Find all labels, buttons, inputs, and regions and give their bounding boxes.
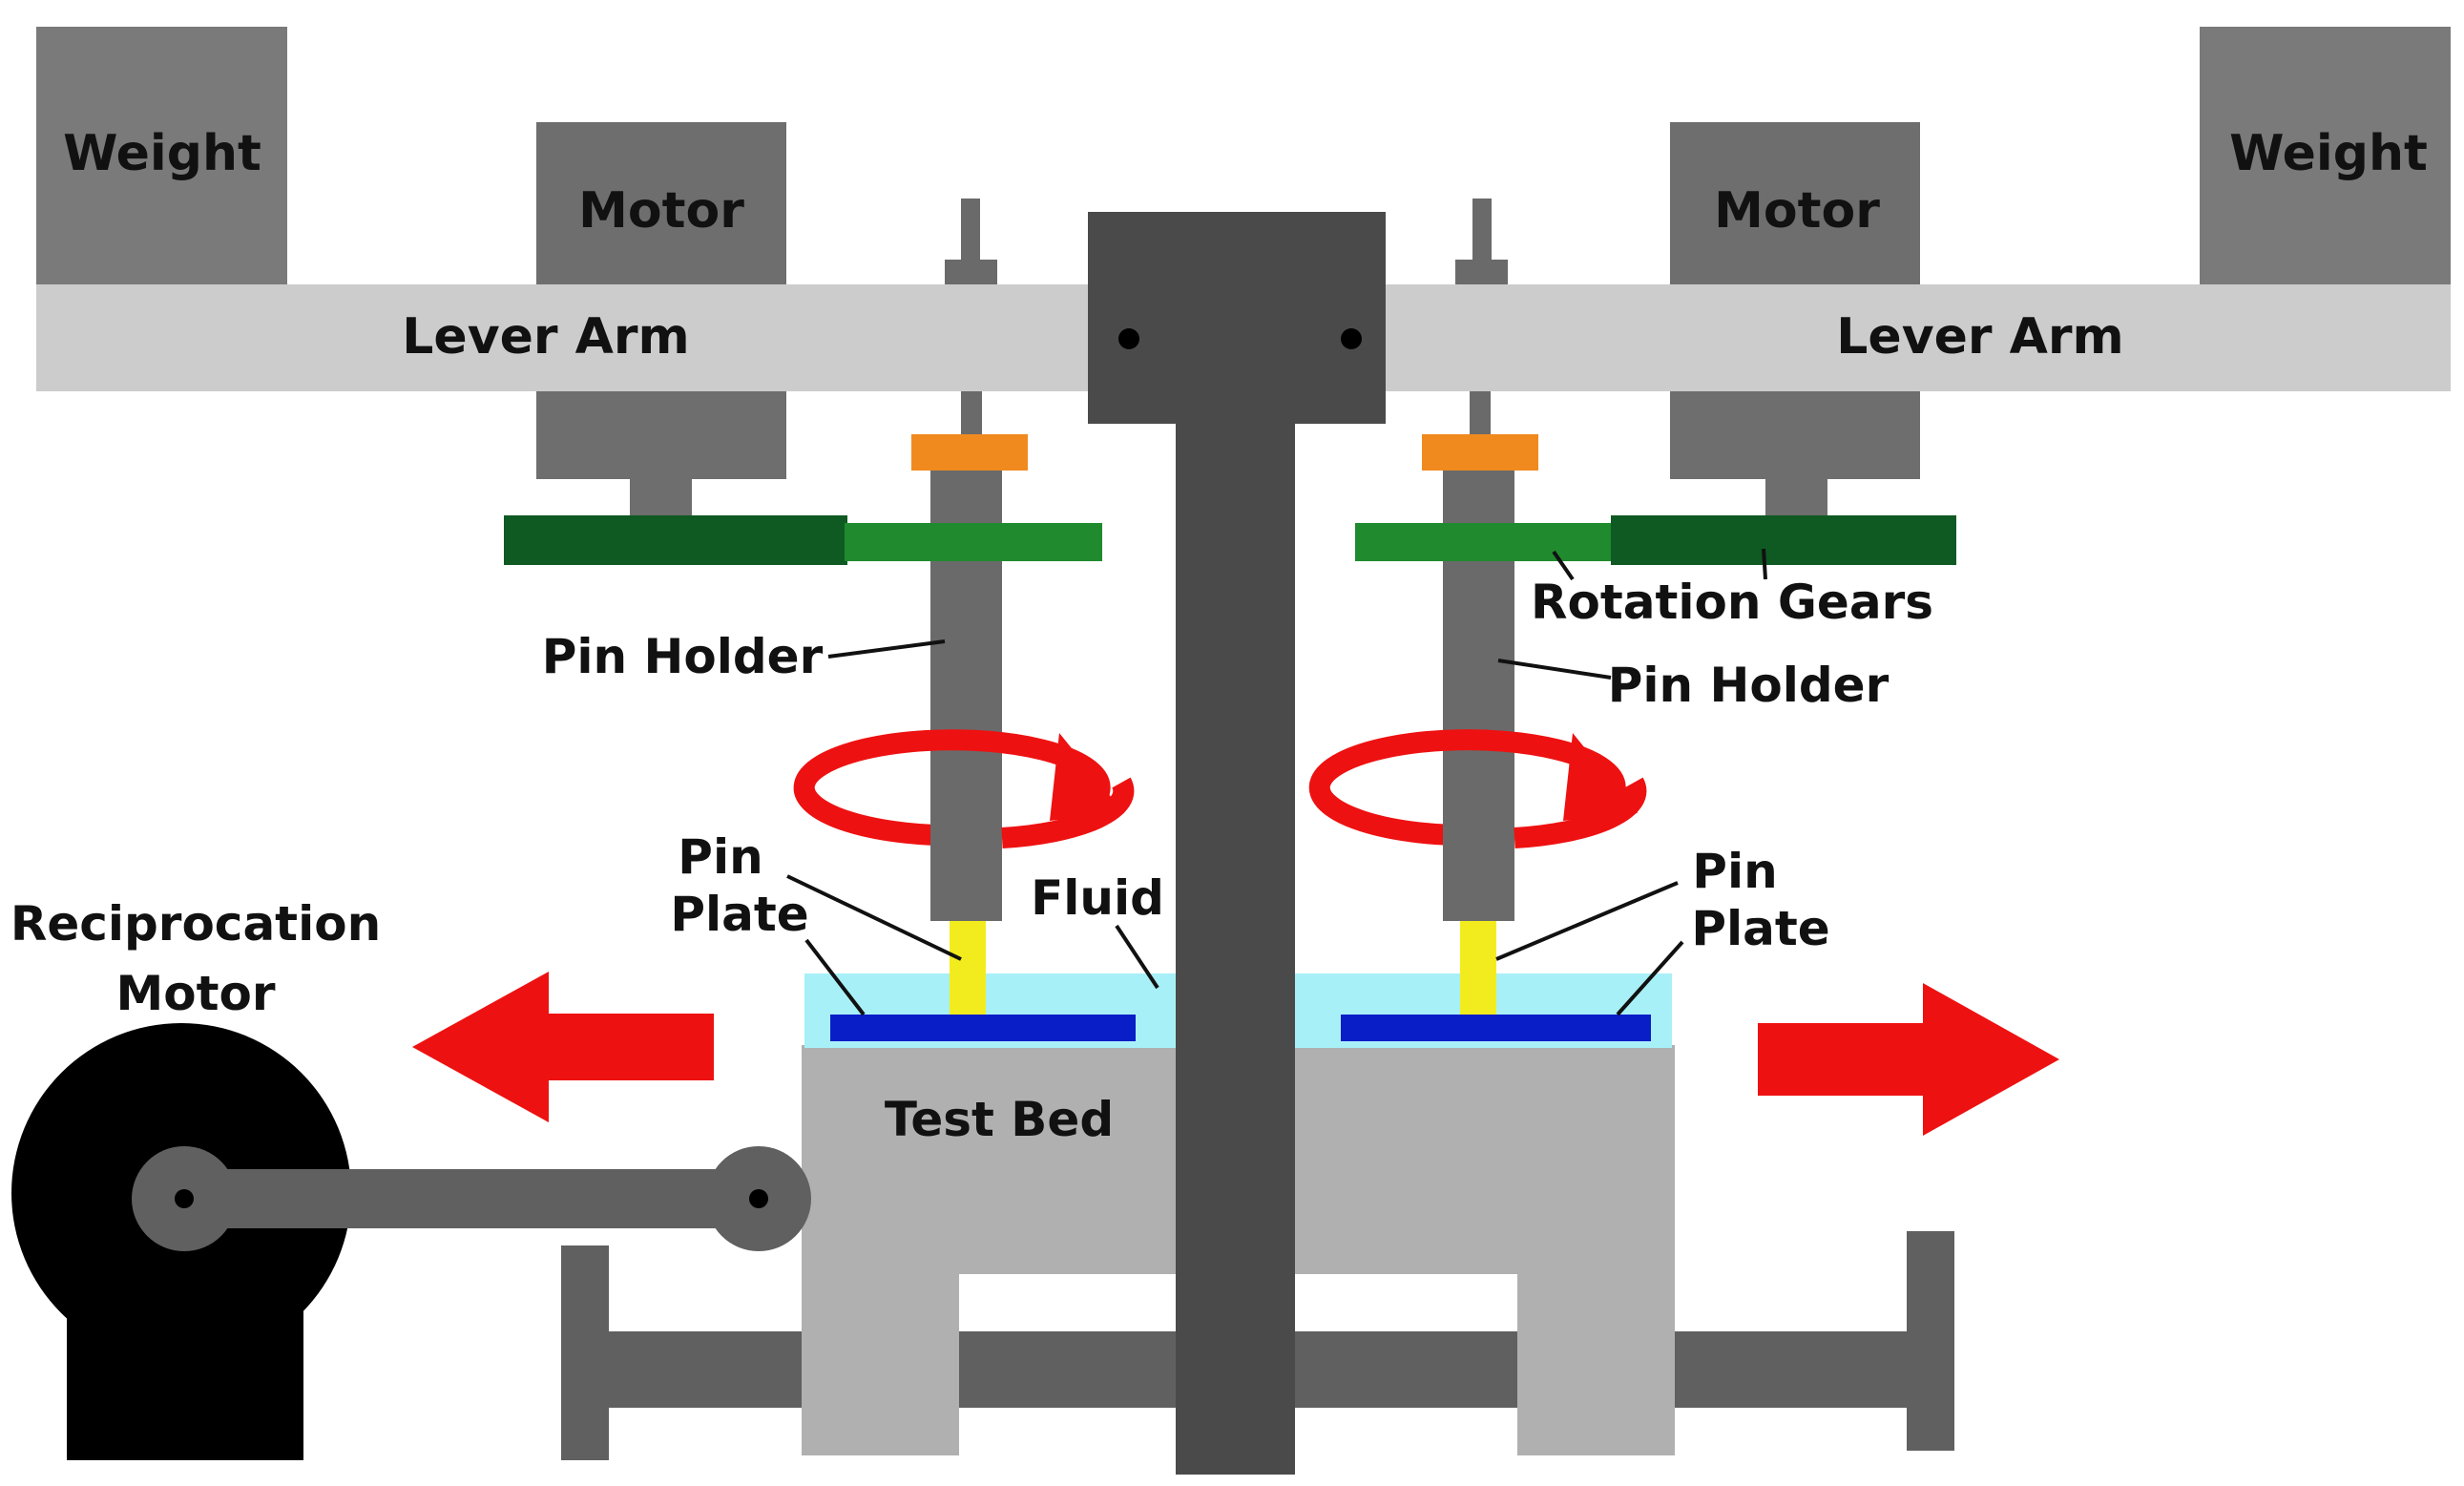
rotation-gears-label: Rotation Gears	[1531, 575, 1933, 630]
leader-rotation-gear-1	[1552, 550, 1575, 581]
leader-fluid	[1115, 924, 1159, 990]
pin-plate-left-label-line2: Plate	[670, 887, 808, 942]
pin-plate-right-label-line1: Pin	[1692, 844, 1777, 899]
leader-plate-right	[1616, 940, 1684, 1016]
pivot-block	[1088, 212, 1386, 424]
reciprocation-motor-label-line1: Reciprocation	[10, 896, 381, 952]
pin-holder-neck-left	[961, 391, 982, 434]
rotation-arrow-icon	[1308, 729, 1647, 921]
weight-right-label: Weight	[2229, 125, 2428, 182]
test-bed-leg-left	[802, 1269, 959, 1455]
motor-left-lower	[536, 391, 786, 479]
fluid-label: Fluid	[1031, 870, 1164, 926]
gear-motor-right	[1611, 515, 1956, 565]
motor-right-upper	[1670, 122, 1920, 284]
rotation-gears-left	[504, 515, 1102, 565]
motor-left-upper	[536, 122, 786, 284]
pin-holder-left-label: Pin Holder	[542, 629, 824, 684]
gear-motor-left	[504, 515, 847, 565]
arrow-right-icon	[1758, 983, 2059, 1136]
arrow-left-icon	[412, 972, 714, 1122]
leader-pin-right	[1495, 881, 1679, 961]
weight-left	[36, 27, 287, 284]
leader-plate-left	[804, 938, 866, 1016]
weight-left-label: Weight	[63, 125, 261, 182]
motor-shaft-right	[1765, 477, 1827, 520]
reciprocation-motor	[11, 1023, 351, 1460]
crank-linkage	[132, 1146, 811, 1251]
pin-holder-cap-right	[1455, 260, 1508, 284]
pin-holder-top-rod-right	[1472, 199, 1492, 265]
lever-arm-right-label: Lever Arm	[1836, 308, 2123, 366]
frame-post-right	[1907, 1231, 1954, 1451]
leader-rotation-gear-2	[1762, 548, 1767, 580]
rotation-arrow-icon	[793, 729, 1135, 921]
motor-shaft-left	[630, 477, 692, 520]
pin-right	[1460, 921, 1496, 1015]
pin-left	[950, 921, 986, 1015]
rotation-gears-right	[1355, 515, 1956, 565]
collar-left	[911, 434, 1028, 471]
motor-right-lower	[1670, 391, 1920, 479]
frame-post-left	[561, 1245, 609, 1460]
reciprocation-motor-label-line2: Motor	[115, 966, 275, 1021]
test-bed-leg-right	[1517, 1269, 1675, 1455]
pin-plate-left-label-line1: Pin	[678, 829, 762, 885]
test-bed-label: Test Bed	[885, 1092, 1114, 1147]
pin-holder-neck-right	[1470, 391, 1491, 434]
motor-right-label: Motor	[1714, 182, 1880, 240]
leader-pin-holder-right	[1497, 659, 1612, 680]
weight-right	[2200, 27, 2451, 284]
motor-left-label: Motor	[578, 182, 744, 240]
pivot-pin-right	[1341, 328, 1362, 349]
gear-pin-right	[1355, 523, 1615, 561]
leader-pin-holder-left	[827, 639, 946, 659]
pin-plate-left	[830, 1015, 1136, 1041]
central-column	[1176, 401, 1295, 1475]
pin-holder-top-rod-left	[961, 199, 980, 265]
leader-pin-left	[786, 874, 962, 961]
lever-arm-left-label: Lever Arm	[402, 308, 689, 366]
pivot-pin-left	[1118, 328, 1139, 349]
pin-holder-cap-left	[945, 260, 997, 284]
gear-pin-left	[845, 523, 1102, 561]
pin-plate-right-label-line2: Plate	[1691, 901, 1829, 956]
pin-plate-right	[1341, 1015, 1651, 1041]
pin-holder-right-label: Pin Holder	[1608, 658, 1890, 713]
collar-right	[1422, 434, 1538, 471]
base-frame	[561, 1231, 1954, 1460]
